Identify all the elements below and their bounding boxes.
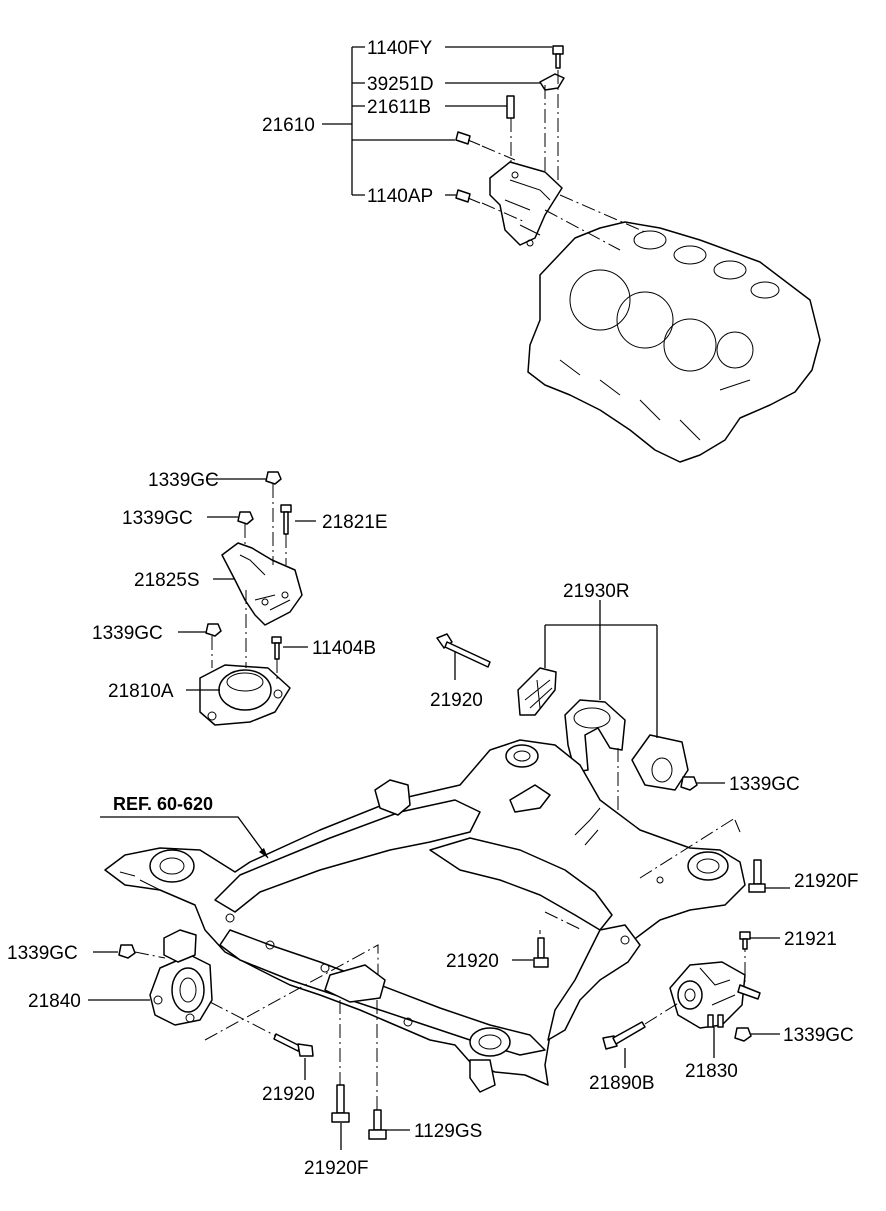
label-1339GC-f: 1339GC (7, 943, 78, 964)
bolt-21821E (280, 504, 292, 535)
label-21821E: 21821E (322, 512, 388, 533)
label-1140FY: 1140FY (367, 38, 432, 59)
label-21920F-right: 21920F (794, 871, 858, 892)
label-21890B: 21890B (589, 1073, 655, 1094)
label-21610: 21610 (262, 115, 315, 136)
label-21920-center: 21920 (446, 951, 499, 972)
label-1339GC-b: 1339GC (122, 508, 193, 529)
mount-21830 (669, 961, 761, 1029)
label-1339GC-c: 1339GC (92, 623, 163, 644)
nut-1339GC-d (680, 776, 698, 791)
label-21810A: 21810A (108, 681, 174, 702)
label-21611B: 21611B (367, 97, 431, 118)
label-1129GS: 1129GS (414, 1121, 482, 1142)
mount-21840 (149, 929, 213, 1026)
label-1339GC-e: 1339GC (783, 1025, 854, 1046)
nut-1339GC-c (205, 623, 222, 637)
label-21840: 21840 (28, 991, 81, 1012)
engine-block (527, 221, 821, 463)
bolt-upper-21610 (455, 131, 481, 146)
bolt-21921 (739, 931, 751, 950)
label-21920-lower-left: 21920 (262, 1084, 315, 1105)
bolt-11404B (271, 636, 282, 660)
bolt-21920-center (533, 937, 549, 968)
label-21930R: 21930R (563, 581, 630, 602)
clip-39251D (539, 73, 565, 91)
bushing-21930R (631, 734, 689, 791)
bolt-21920-upper (436, 633, 491, 668)
bolt-21890B (602, 1021, 646, 1050)
label-ref-60-620: REF. 60-620 (113, 794, 213, 814)
plate-21930R (517, 667, 557, 716)
bolt-1129GS (368, 1109, 387, 1140)
label-21921: 21921 (784, 929, 837, 950)
mount-21810A (199, 664, 291, 726)
bolt-21920-lower-left (273, 1033, 314, 1057)
bolt-1140AP (455, 189, 481, 204)
label-39251D: 39251D (367, 74, 434, 95)
label-21825S: 21825S (134, 570, 200, 591)
nut-1339GC-e (734, 1027, 752, 1042)
nut-1339GC-a (265, 471, 282, 485)
label-1339GC-a: 1339GC (148, 470, 219, 491)
subframe (104, 739, 746, 1093)
label-11404B: 11404B (312, 638, 376, 659)
bolt-21920F-bottom (331, 1084, 350, 1123)
nut-1339GC-b (237, 511, 254, 525)
label-21920-upper: 21920 (430, 690, 483, 711)
nut-1339GC-f (118, 944, 136, 959)
label-21830: 21830 (685, 1061, 738, 1082)
bolt-1140FY (552, 45, 564, 69)
label-1140AP: 1140AP (367, 186, 433, 207)
label-1339GC-d: 1339GC (729, 774, 800, 795)
bolt-21920F-right (748, 859, 766, 893)
label-21920F-bottom: 21920F (304, 1158, 368, 1179)
engine-mount-bracket-21610 (489, 161, 563, 247)
bracket-21825S (221, 542, 303, 626)
stud-21611B (506, 95, 515, 119)
